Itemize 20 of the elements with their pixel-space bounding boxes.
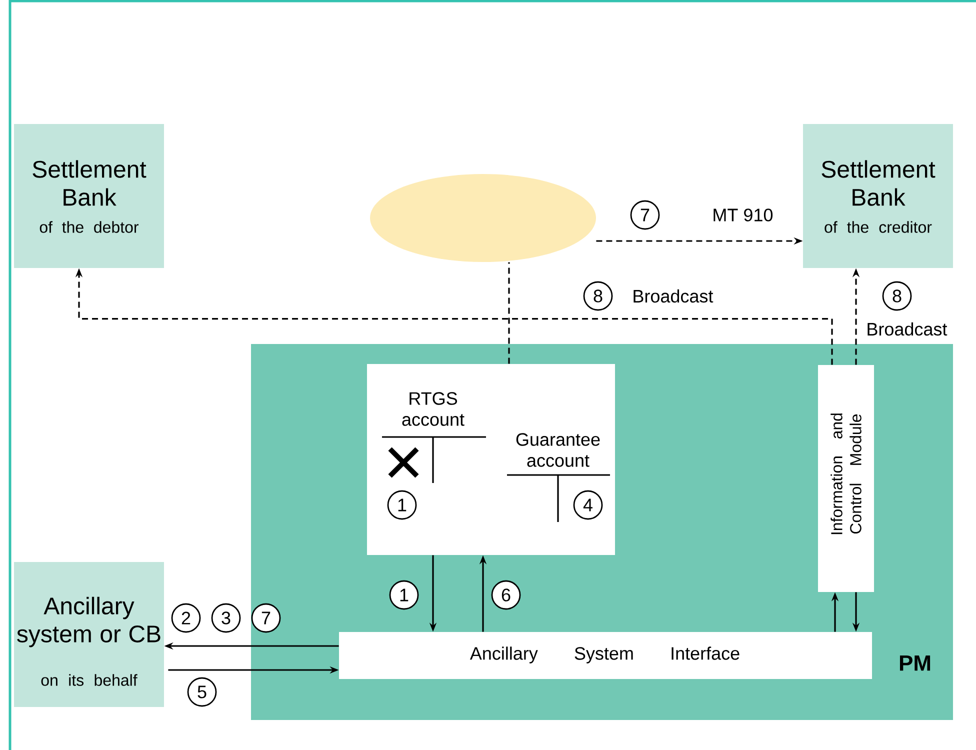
callout-number: 4 [573, 490, 603, 520]
callout-number: 1 [387, 490, 417, 520]
edge-label: MT 910 [714, 208, 773, 222]
bank-box: Settlement Bank of the debtor [14, 124, 164, 268]
module-box: Information and Control Module [818, 365, 874, 592]
network-ellipse [370, 174, 596, 262]
system-box: Ancillary system or CB on its behalf [14, 562, 164, 707]
callout-number: 5 [187, 677, 217, 707]
callout-number: 8 [882, 281, 912, 311]
callout-number: 7 [630, 200, 660, 230]
callout-number: 8 [583, 281, 613, 311]
edge-label: Broadcast [634, 289, 714, 303]
callout-number: 1 [389, 580, 419, 610]
interface-box: Ancillary System Interface [339, 632, 872, 679]
bank-box: Settlement Bank of the creditor [803, 124, 954, 268]
edge-label: Broadcast [868, 322, 948, 336]
callout-number: 2 [171, 603, 201, 633]
callout-number: 3 [211, 603, 241, 633]
callout-number: 7 [251, 603, 281, 633]
callout-number: 6 [491, 580, 521, 610]
